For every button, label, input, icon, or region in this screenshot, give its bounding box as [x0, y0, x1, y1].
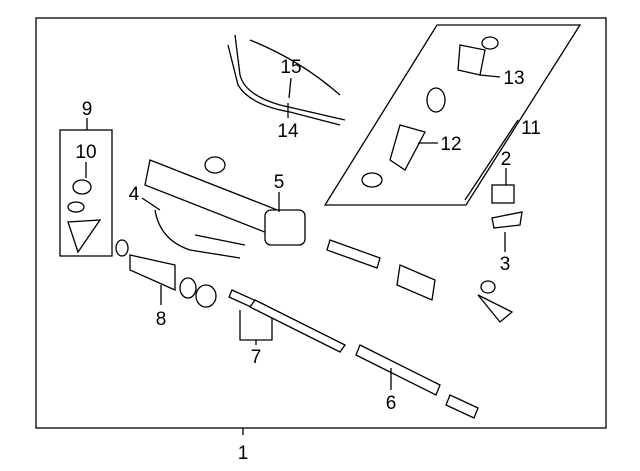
callout-14: 14	[277, 121, 299, 142]
part-tie-rod-end-left	[67, 179, 102, 254]
callout-4: 4	[129, 184, 140, 205]
part-rack-housing	[144, 156, 306, 246]
part-rack-6	[355, 344, 479, 419]
callout-10: 10	[75, 142, 96, 163]
part-boot-left	[115, 239, 217, 308]
part-lines-hoses	[227, 34, 346, 126]
callout-labels: 1 2 3 4 5 6 7 8 9 10 11 12 13 14 15	[75, 57, 540, 464]
group-box-9	[59, 129, 113, 257]
part-right-side	[326, 184, 523, 323]
callout-6: 6	[386, 393, 397, 414]
part-pinion-assembly	[361, 36, 499, 188]
callout-3: 3	[500, 254, 511, 275]
callout-8: 8	[156, 309, 167, 330]
group-box-11	[323, 24, 582, 206]
diagram-frame	[35, 17, 607, 429]
callout-13: 13	[503, 68, 524, 89]
callout-5: 5	[274, 172, 285, 193]
leader-lines	[85, 74, 519, 435]
callout-7: 7	[251, 347, 262, 368]
callout-12: 12	[440, 134, 461, 155]
part-valve-body	[264, 209, 306, 246]
part-pipe-4	[154, 209, 246, 259]
callout-15: 15	[280, 57, 301, 78]
callout-9: 9	[82, 99, 93, 120]
part-inner-tie-rod	[228, 289, 346, 353]
callout-11: 11	[521, 118, 541, 139]
callout-1: 1	[238, 443, 249, 464]
callout-2: 2	[501, 149, 512, 170]
